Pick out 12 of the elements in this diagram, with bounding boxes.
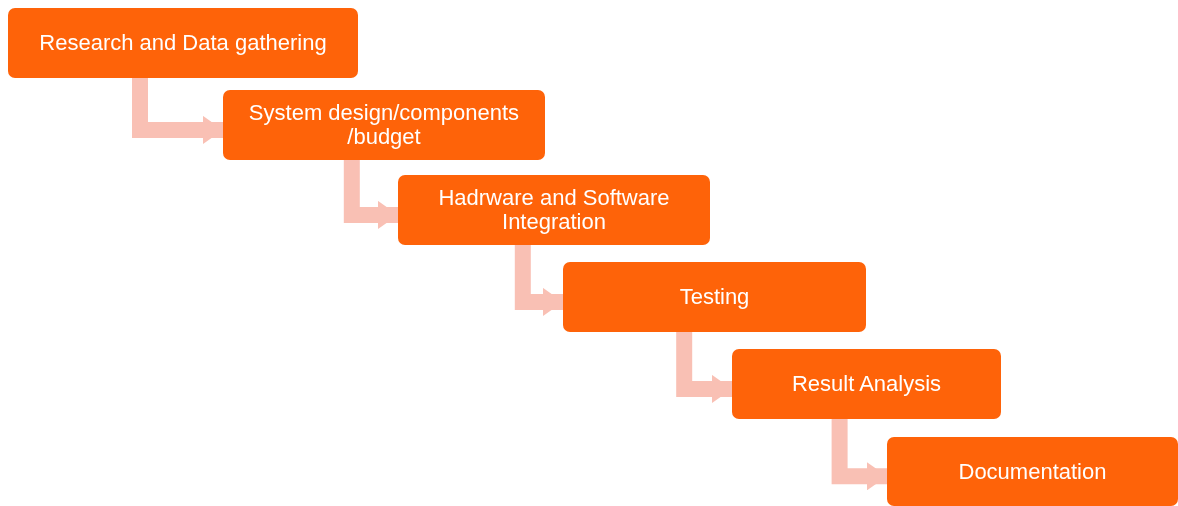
process-box — [563, 262, 866, 332]
box-label: Testing — [679, 285, 750, 309]
box-label: Research and Data gathering — [39, 31, 327, 55]
process-box — [398, 175, 710, 245]
box-label: System design/components /budget — [247, 101, 521, 149]
process-box — [887, 437, 1178, 506]
box-label: Documentation — [958, 459, 1107, 484]
process-box — [732, 349, 1001, 419]
process-box — [223, 90, 545, 160]
process-box — [8, 8, 358, 78]
box-label: Result Analysis — [791, 372, 942, 396]
box-label: Hadrware and Software Integration — [438, 186, 670, 234]
